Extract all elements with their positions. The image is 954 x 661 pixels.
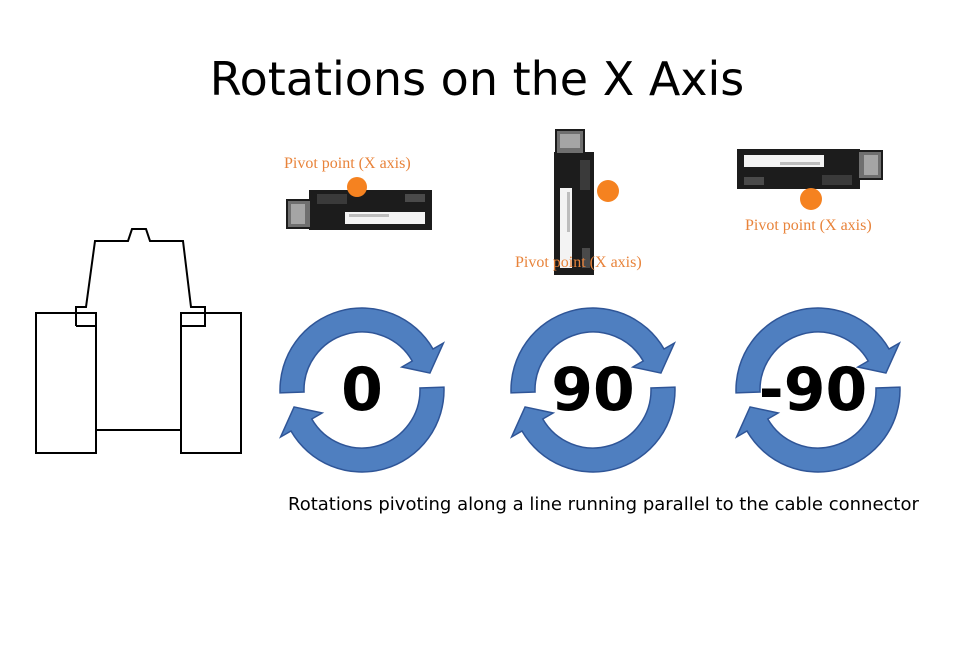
robot-top-view-icon (35, 228, 242, 454)
circular-arrows-icon (278, 307, 446, 473)
rotation-arrow-segment (509, 386, 676, 473)
caption: Rotations pivoting along a line running … (288, 494, 919, 515)
rotation-arrow-segment (734, 386, 901, 473)
rotation-arrow-segment (510, 307, 677, 394)
circular-arrows-icon (734, 307, 902, 473)
pivot-dot (800, 188, 822, 210)
rotation-arrow-segment (279, 307, 446, 394)
circular-arrows-icon (509, 307, 677, 473)
rotation-value: 90 (551, 355, 635, 425)
sensor-module-icon (736, 148, 883, 190)
pivot-label: Pivot point (X axis) (284, 155, 411, 172)
rotation-value: 0 (341, 355, 383, 425)
rotation-value: -90 (758, 355, 868, 425)
pivot-dot (597, 180, 619, 202)
pivot-label: Pivot point (X axis) (515, 254, 642, 271)
pivot-dot (347, 177, 367, 197)
pivot-label: Pivot point (X axis) (745, 217, 872, 234)
slide-title: Rotations on the X Axis (209, 52, 745, 106)
rotation-arrow-segment (278, 386, 445, 473)
rotation-arrow-segment (735, 307, 902, 394)
